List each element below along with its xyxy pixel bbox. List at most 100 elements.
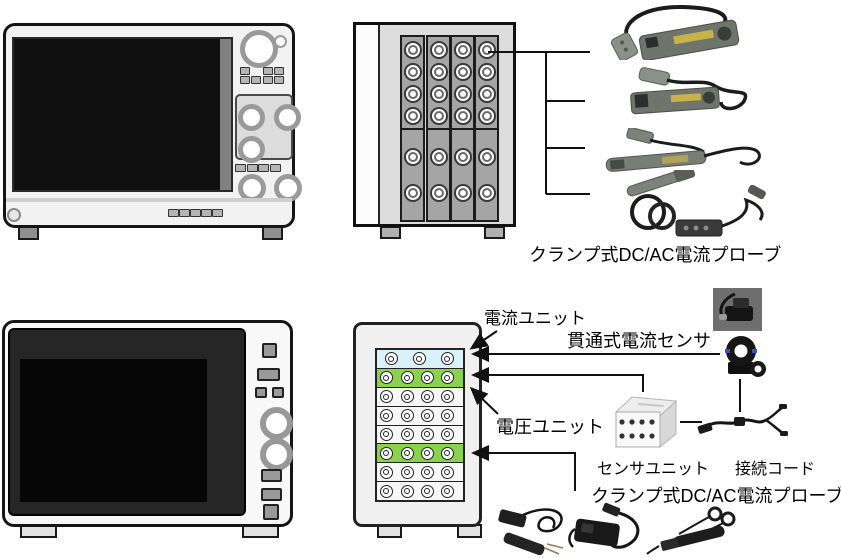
input-module-slot xyxy=(400,128,425,222)
arrow-sensorunit-to-green-row xyxy=(471,367,644,392)
panel-key xyxy=(257,368,280,381)
label-current-unit: 電流ユニット xyxy=(484,309,586,328)
bnc-connector xyxy=(420,465,434,479)
bnc-center xyxy=(457,89,468,99)
input-module-slot xyxy=(400,35,425,131)
voltage-unit-row xyxy=(377,387,463,407)
bnc-center xyxy=(444,355,450,362)
bnc-connector xyxy=(379,484,393,498)
bnc-center xyxy=(404,412,410,419)
bnc-center xyxy=(444,431,450,438)
rack1-foot-right xyxy=(484,226,505,239)
input-module-slot xyxy=(426,128,451,222)
photo-clamp-probe-2 xyxy=(630,67,748,115)
bnc-center xyxy=(404,488,410,495)
bnc-connector xyxy=(403,184,422,202)
bnc-connector xyxy=(400,484,414,498)
photo-sensor-unit-box xyxy=(614,396,678,449)
label-sensor-unit: センサユニット xyxy=(597,461,710,478)
display-side-strip xyxy=(220,39,231,190)
bnc-connector xyxy=(440,390,454,404)
bnc-connector xyxy=(477,85,496,103)
input-module-slot xyxy=(450,128,475,222)
bnc-connector xyxy=(453,184,472,202)
bnc-center xyxy=(404,450,410,457)
bnc-center xyxy=(407,152,418,162)
label-connection-cord: 接続コード xyxy=(735,461,816,478)
bnc-connector xyxy=(477,41,496,59)
instrument1-foot-right xyxy=(262,226,283,240)
bnc-center xyxy=(457,152,468,162)
bnc-center xyxy=(444,412,450,419)
bnc-connector xyxy=(477,148,496,166)
bnc-connector xyxy=(379,409,393,423)
bnc-connector xyxy=(403,85,422,103)
recorder-display-bezel xyxy=(8,328,246,516)
bnc-center xyxy=(407,45,418,55)
arrow-clampprobe-to-green-row xyxy=(471,445,576,491)
bnc-center xyxy=(433,67,444,77)
bnc-center xyxy=(457,188,468,198)
bnc-connector xyxy=(379,390,393,404)
bnc-center xyxy=(444,488,450,495)
bnc-center xyxy=(481,45,492,55)
rotary-knob xyxy=(238,136,265,163)
bnc-center xyxy=(407,67,418,77)
panel-key xyxy=(263,76,273,84)
bnc-connector xyxy=(453,85,472,103)
current-unit-row xyxy=(377,368,463,388)
bnc-connector xyxy=(429,41,448,59)
current-unit-row xyxy=(377,444,463,464)
bnc-center xyxy=(457,45,468,55)
bnc-connector xyxy=(412,352,426,366)
bnc-center xyxy=(481,67,492,77)
input-module-slot xyxy=(426,35,451,131)
panel-key xyxy=(272,387,284,398)
photo-through-type-current-sensor xyxy=(725,336,766,377)
photo-clamp-probe-bottom-2 xyxy=(568,503,640,549)
input-module-slot xyxy=(474,35,499,131)
bnc-center xyxy=(433,45,444,55)
label-clamp-probe-top: クランプ式DC/AC電流プローブ xyxy=(529,245,782,265)
bnc-connector xyxy=(429,107,448,125)
panel-key xyxy=(247,164,258,172)
panel-key xyxy=(270,164,281,172)
bnc-center xyxy=(388,355,394,362)
photo-clamp-probe-1 xyxy=(610,4,740,60)
bnc-center xyxy=(424,469,430,476)
bnc-center xyxy=(383,450,389,457)
bnc-connector xyxy=(403,41,422,59)
panel-key xyxy=(255,387,267,398)
recorder-front xyxy=(2,320,293,527)
bnc-connector xyxy=(440,352,454,366)
panel-key xyxy=(274,76,284,84)
panel-key xyxy=(262,343,277,358)
label-sensor-unit-and-cord: センサユニット 接続コード xyxy=(597,455,815,479)
scopecorder-display xyxy=(12,37,233,192)
rotary-knob xyxy=(238,104,265,131)
bnc-connector xyxy=(440,409,454,423)
bnc-connector xyxy=(440,446,454,460)
bnc-connector xyxy=(453,63,472,81)
bnc-connector xyxy=(453,148,472,166)
label-clamp-probe-bottom: クランプ式DC/AC電流プローブ xyxy=(591,486,841,506)
bnc-connector xyxy=(403,63,422,81)
scopecorder-front xyxy=(3,23,302,228)
bnc-center xyxy=(407,111,418,121)
bnc-connector xyxy=(453,41,472,59)
power-circle xyxy=(7,208,21,222)
bnc-center xyxy=(457,67,468,77)
bottom-rack-panel xyxy=(375,348,465,502)
bnc-center xyxy=(383,469,389,476)
bnc-connector xyxy=(429,85,448,103)
bnc-connector xyxy=(429,148,448,166)
bnc-center xyxy=(424,450,430,457)
rack-side-strip xyxy=(356,25,380,224)
rotary-knob xyxy=(274,104,301,131)
bnc-center xyxy=(457,111,468,121)
bnc-connector xyxy=(420,484,434,498)
voltage-unit-row xyxy=(377,482,463,500)
panel-key xyxy=(261,469,282,482)
bnc-center xyxy=(444,450,450,457)
bnc-center xyxy=(433,89,444,99)
